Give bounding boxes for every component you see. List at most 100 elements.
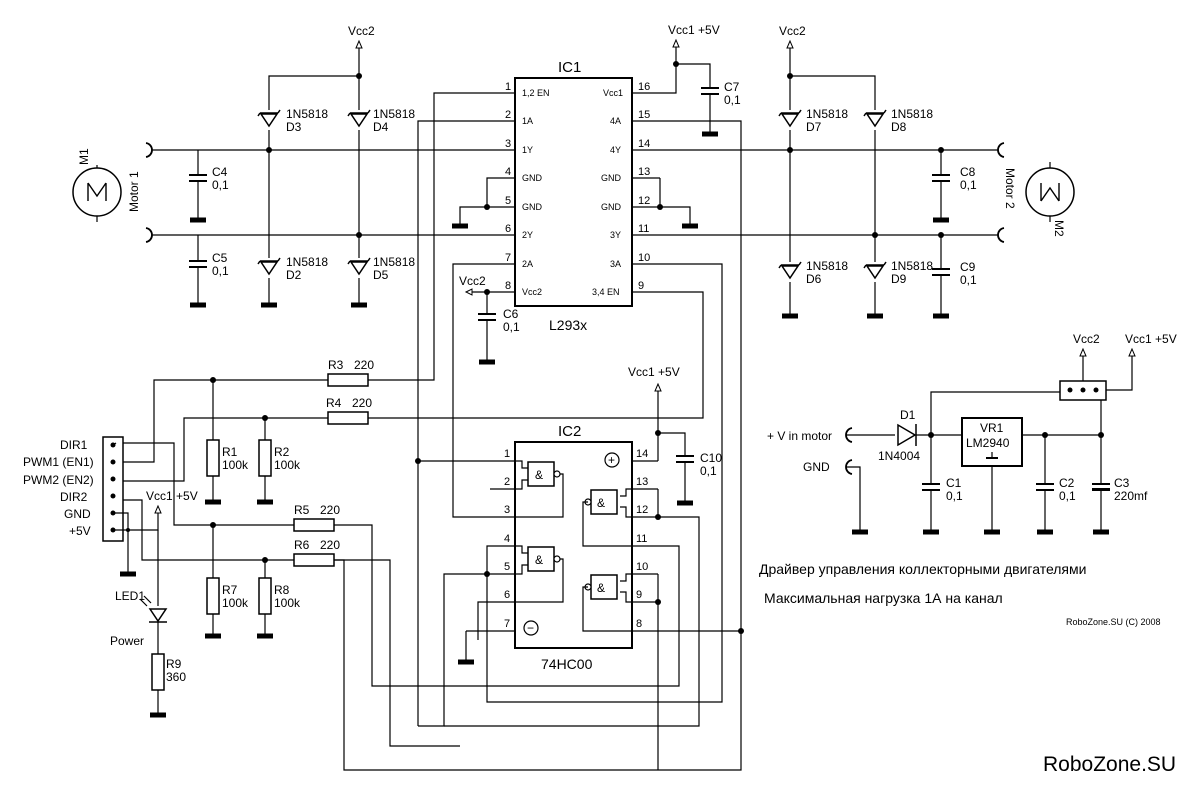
vin-label: + V in motor (767, 429, 832, 443)
resistor-r9 (151, 653, 165, 691)
c10-ref: C10 (700, 451, 722, 465)
vcc2-label: Vcc2 (779, 24, 806, 38)
motor1-ref: M1 (77, 148, 91, 165)
r2-ref: R2 (274, 445, 290, 459)
vcc2-label: Vcc2 (459, 274, 486, 288)
ic1-pin-name: 3,4 EN (592, 287, 620, 297)
resistors: R3 220 R4 220 R5 220 R6 220 R1 100k R2 1… (116, 358, 374, 636)
r8-val: 100k (274, 596, 301, 610)
resistor-r5 (293, 518, 335, 532)
regulator-section: + V in motor D1 1N4004 GND VR1 LM2940 C1… (767, 332, 1177, 532)
d4-part: 1N5818 (373, 107, 415, 121)
ic2-pin-num: 7 (504, 618, 510, 630)
resistor-r2 (258, 439, 272, 477)
ic1-pin-name: GND (522, 173, 543, 183)
r7-val: 100k (222, 596, 249, 610)
signal-wires (334, 92, 744, 771)
c10-val: 0,1 (700, 464, 717, 478)
d8-ref: D8 (891, 120, 907, 134)
resistor-r4 (327, 411, 369, 425)
diode-d9 (863, 261, 887, 279)
ic1-ref: IC1 (558, 59, 581, 76)
motor2-label: Motor 2 (1003, 168, 1017, 209)
ic1-pin-name: 3Y (610, 230, 621, 240)
led1-ref: LED1 (115, 589, 145, 603)
vcc1-label: Vcc1 +5V (668, 23, 720, 37)
diode-d8 (863, 109, 887, 127)
c5-ref: C5 (212, 251, 228, 265)
ic2-pin-num: 11 (636, 533, 647, 545)
ic1-pin-name: GND (522, 202, 543, 212)
r4-val: 220 (352, 396, 372, 410)
diode-d3 (257, 109, 281, 127)
ic2-pin-num: 10 (636, 561, 648, 573)
c1-ref: C1 (946, 476, 962, 490)
r7-ref: R7 (222, 583, 238, 597)
motor1-jack (145, 227, 153, 243)
c6-val: 0,1 (503, 320, 520, 334)
pin-pwm1: PWM1 (EN1) (23, 455, 94, 469)
input-connector: DIR1 PWM1 (EN1) PWM2 (EN2) DIR2 GND +5V … (23, 436, 198, 574)
ic1-pin-name: 3A (610, 259, 621, 269)
led1-symbol (148, 608, 168, 623)
ic1-pin-name: 4Y (610, 145, 621, 155)
vr1-part: LM2940 (966, 436, 1010, 450)
d9-part: 1N5818 (891, 259, 933, 273)
diode-d7 (778, 109, 802, 127)
ic2-pin-num: 3 (504, 504, 510, 516)
resistor-r1 (206, 439, 220, 477)
pin-gnd: GND (64, 507, 91, 521)
ic2-ref: IC2 (558, 423, 581, 440)
diode-d5 (347, 257, 371, 275)
r6-val: 220 (320, 538, 340, 552)
ic2-pin-num: 9 (636, 589, 642, 601)
ic1-pin-num: 12 (638, 195, 650, 207)
ic1-pin-name: 2A (522, 259, 533, 269)
motor2-symbol (1025, 167, 1075, 217)
power-led: LED1 Power R9 360 (110, 530, 186, 715)
ic1-pin-num: 8 (505, 280, 511, 292)
r8-ref: R8 (274, 583, 290, 597)
vcc2-label: Vcc2 (1073, 332, 1100, 346)
copyright-note: RoboZone.SU (C) 2008 (1066, 617, 1161, 627)
r3-val: 220 (354, 358, 374, 372)
c9-val: 0,1 (960, 273, 977, 287)
d3-ref: D3 (286, 120, 302, 134)
resistor-r8 (258, 577, 272, 615)
d9-ref: D9 (891, 272, 907, 286)
c6-ref: C6 (503, 307, 519, 321)
resistor-r3 (327, 373, 369, 387)
ic2-74hc00: IC2 74HC00 1 2 3 4 5 6 7 14 13 12 11 10 … (466, 423, 740, 672)
ic2-pin-num: 12 (636, 504, 648, 516)
r2-val: 100k (274, 458, 301, 472)
ic1-pin-name: 1,2 EN (522, 88, 550, 98)
brand-label: RoboZone.SU (1043, 753, 1176, 776)
title-note: Драйвер управления коллекторными двигате… (759, 561, 1086, 577)
c3-ref: C3 (1114, 476, 1130, 490)
nand-gate-3: & (582, 488, 632, 547)
ic1-pin-num: 1 (505, 81, 511, 93)
r6-ref: R6 (294, 538, 310, 552)
resistor-r7 (206, 577, 220, 615)
resistor-r6 (293, 553, 335, 567)
ic1-pin-num: 15 (638, 109, 650, 121)
vcc1-label: Vcc1 +5V (146, 489, 198, 503)
d8-part: 1N5818 (891, 107, 933, 121)
ic1-pin-name: 2Y (522, 230, 533, 240)
minus-sign: − (527, 621, 534, 635)
ic2-pin-num: 8 (636, 618, 642, 630)
ic1-pin-name: 1Y (522, 145, 533, 155)
gnd-in-label: GND (803, 460, 830, 474)
d6-part: 1N5818 (806, 259, 848, 273)
ic1-pin-num: 6 (505, 223, 511, 235)
led1-label: Power (110, 634, 144, 648)
load-note: Максимальная нагрузка 1А на канал (764, 590, 1003, 606)
ic1-pin-num: 11 (638, 223, 649, 235)
motor2-ref: M2 (1052, 220, 1066, 237)
c7-val: 0,1 (724, 93, 741, 107)
ic2-support: Vcc1 +5V C10 0,1 (458, 365, 722, 662)
c3-val: 220mf (1114, 489, 1148, 503)
d6-ref: D6 (806, 272, 822, 286)
ic1-pin-name: 1A (522, 116, 533, 126)
